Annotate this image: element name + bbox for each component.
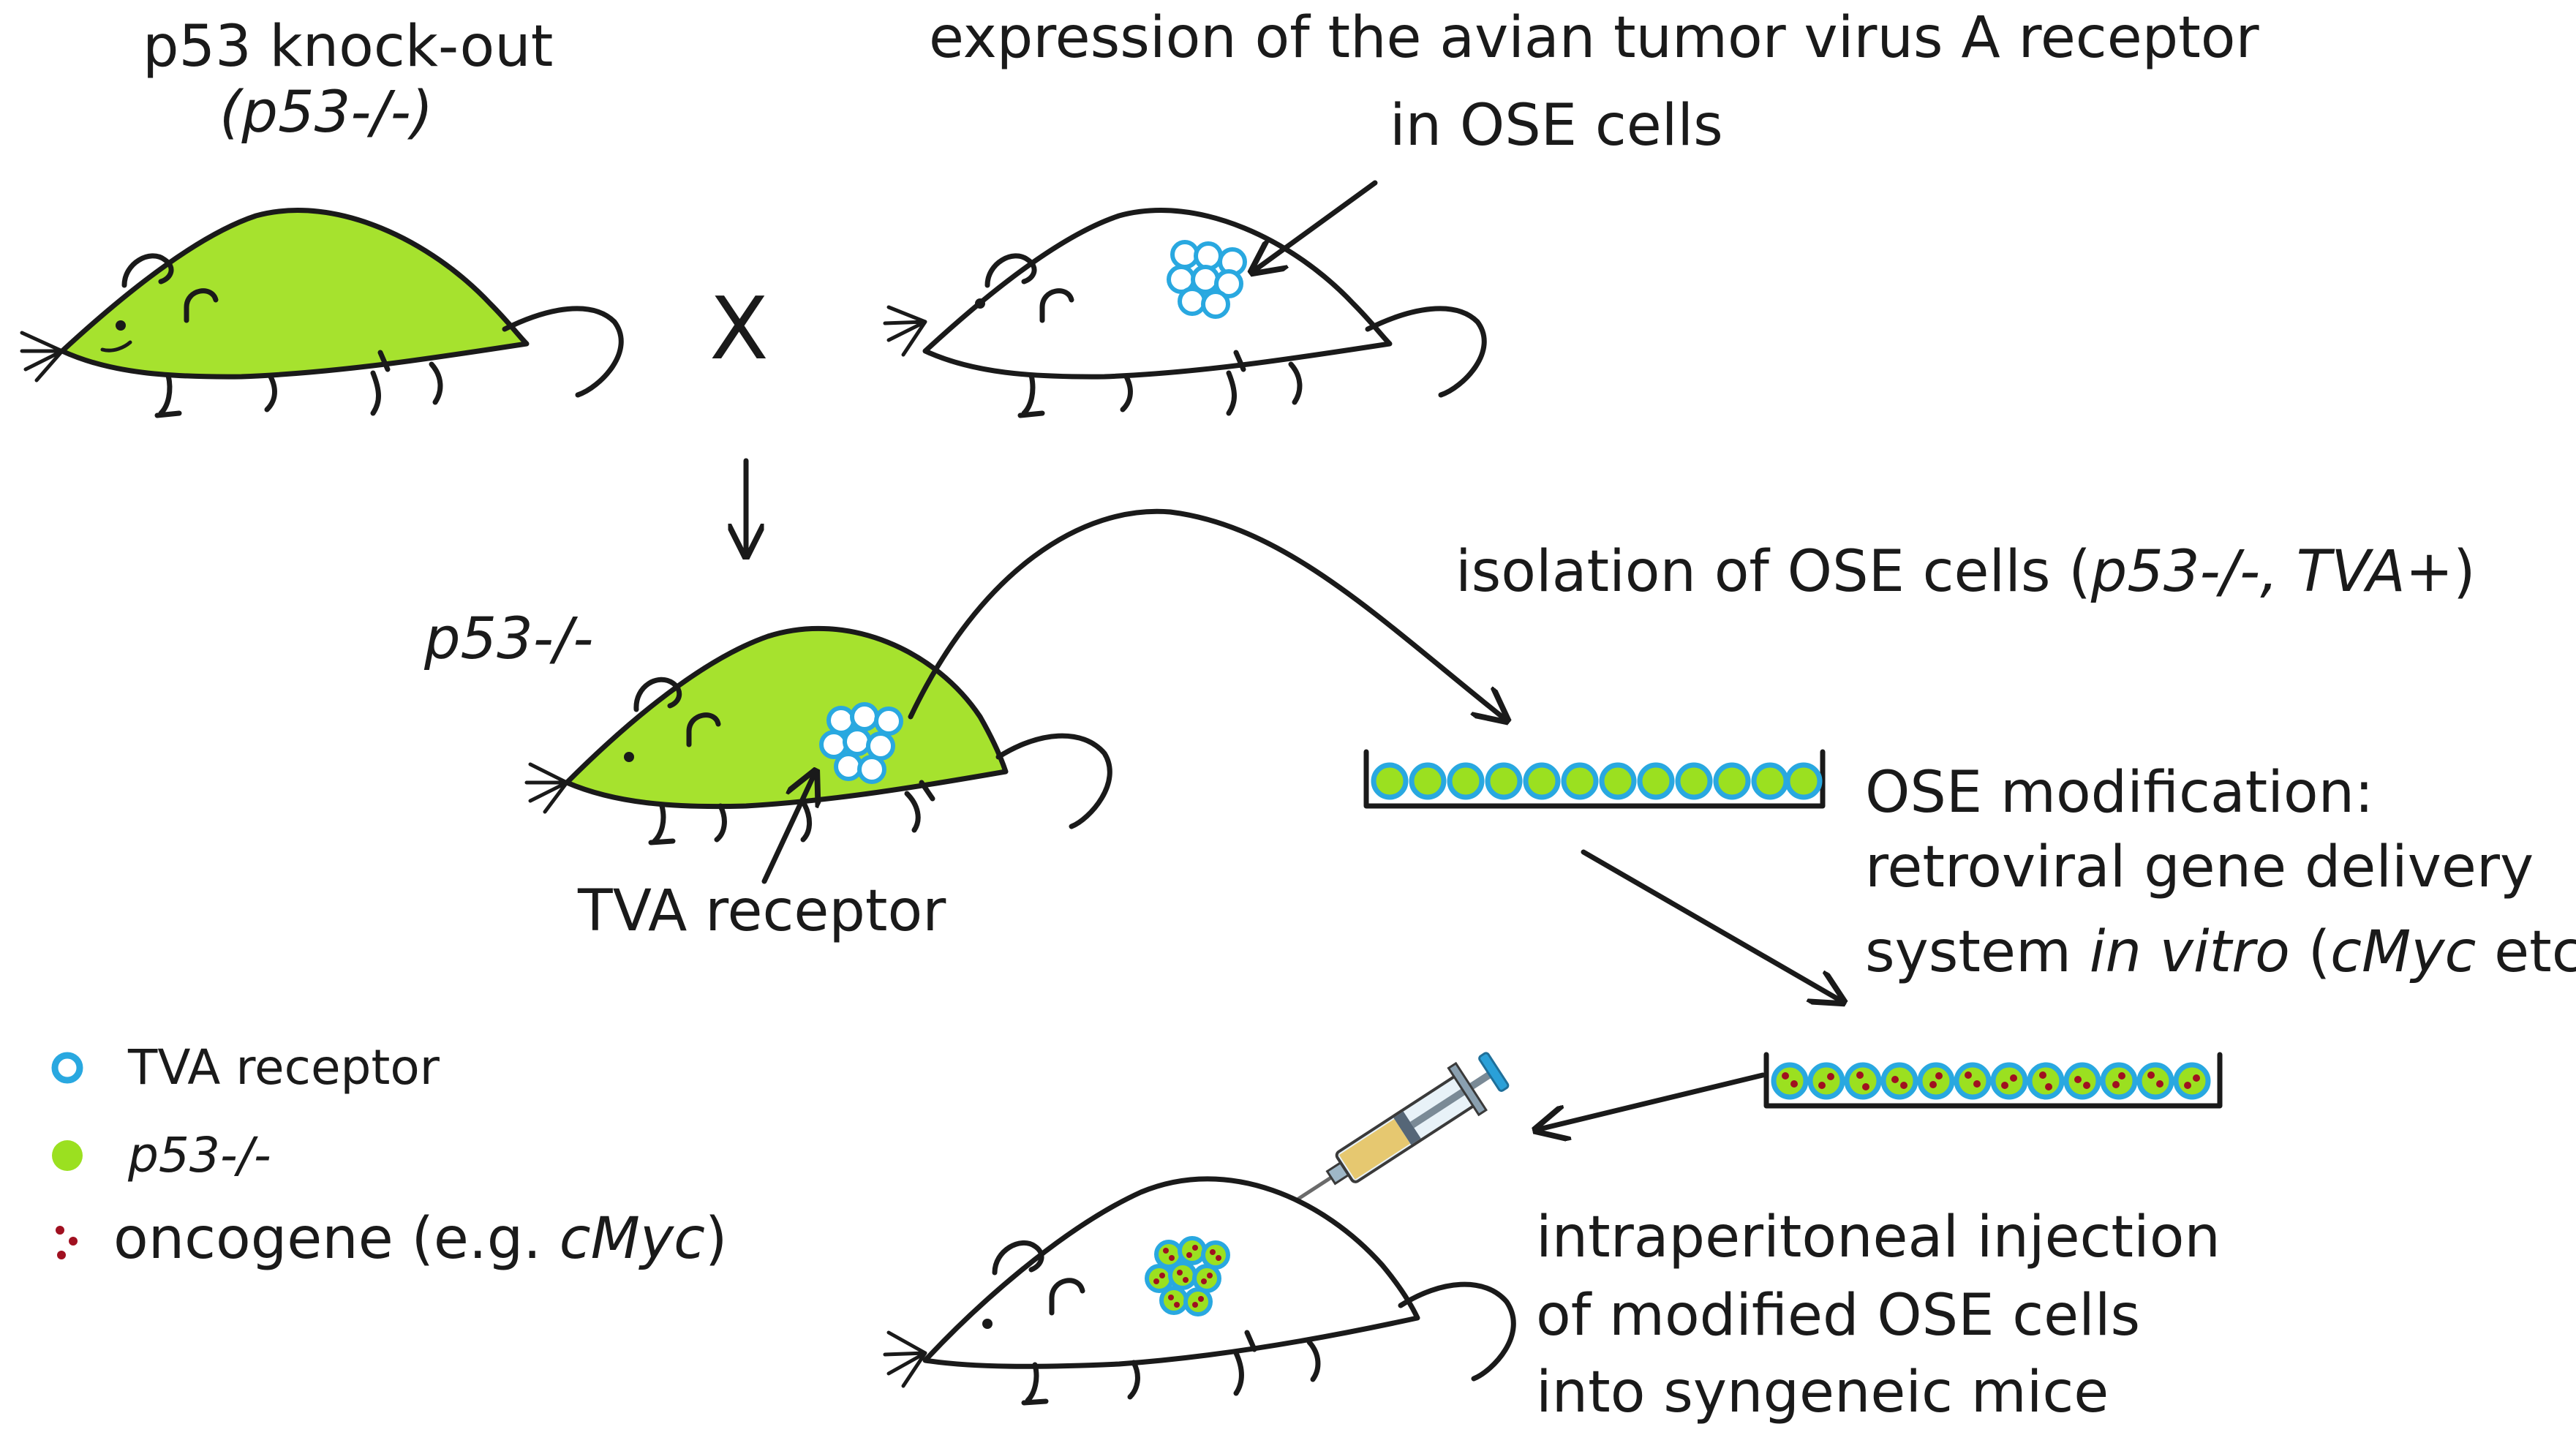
tva-mouse-whiskers [883,305,927,357]
modification-line1: OSE modification: [1865,760,2373,826]
isolation-prefix: isolation of OSE cells ( [1455,539,2091,605]
tva-mouse-cell-cluster [1167,240,1247,319]
syringe-fluid [1338,1119,1411,1180]
recipient-mouse-whiskers [883,1330,927,1388]
knockout-mouse-mouth [100,340,132,353]
knockout-mouse-tail [502,306,624,398]
tva-receptor-label: TVA receptor [577,878,946,944]
modification-in-vitro: in vitro [2090,919,2290,985]
modification-arrow [1581,849,1843,1002]
recipient-mouse-ear [992,1240,1044,1276]
offspring-mouse-tail [995,733,1112,829]
modification-line3-mid: ( [2290,919,2330,985]
tva-mouse-body [922,208,1393,380]
legend-oncogene-label: oncogene (e.g. cMyc) [113,1206,727,1272]
offspring-mouse [524,625,1112,845]
offspring-mouse-whiskers [524,762,569,814]
injection-line2: of modified OSE cells [1536,1283,2140,1349]
injection-line1: intraperitoneal injection [1536,1205,2221,1270]
isolation-label: isolation of OSE cells (p53-/-, TVA+) [1455,539,2476,605]
tva-mouse-ear-inner [1039,288,1074,323]
legend-oncogene-gene: cMyc [560,1206,705,1272]
modification-line3: system in vitro (cMyc etc.) [1865,919,2576,985]
isolated-dish-outline [1363,749,1826,809]
legend-p53-symbol [52,1140,83,1171]
knockout-genotype: (p53-/-) [219,80,433,146]
tva-receptor-pointer [761,772,816,884]
modification-gene: cMyc [2330,919,2476,985]
modified-cells-oncogene-dots [1782,1071,2200,1090]
tva-mouse-eye [975,298,985,309]
legend: TVA receptor p53-/- oncogene (e.g. cMyc) [51,1039,727,1272]
knockout-mouse-ear [121,253,174,288]
legend-oncogene-suffix: ) [705,1206,727,1272]
cross-symbol: X [709,278,769,379]
knockout-title: p53 knock-out [143,14,553,80]
offspring-mouse-ear-inner [686,712,721,747]
injection-line3: into syngeneic mice [1536,1360,2109,1425]
knockout-mouse-body [59,208,530,380]
modification-line3-suffix: etc.) [2476,919,2576,985]
injection-arrow [1536,1072,1766,1130]
tva-mouse-legs [1017,350,1303,418]
isolated-cells-dish [1363,749,1826,809]
recipient-mouse [883,1176,1516,1406]
isolation-genotype: p53-/-, TVA+ [2090,539,2453,605]
knockout-mouse [20,208,624,418]
isolation-suffix: ) [2453,539,2475,605]
syringe-thumb-rest [1478,1052,1510,1092]
recipient-mouse-legs [1021,1330,1321,1406]
knockout-mouse-whiskers [20,331,64,383]
recipient-mouse-eye [982,1319,993,1329]
tva-mouse-tail [1365,306,1487,398]
syringe-plunger-rod [1409,1071,1493,1129]
tva-mouse-title-line1: expression of the avian tumor virus A re… [929,5,2259,71]
tva-pointer-arrow [1252,180,1378,272]
legend-oncogene-symbol [56,1226,78,1259]
knockout-mouse-ear-inner [184,288,219,323]
isolated-cells-row [1371,762,1823,800]
tva-mouse-ear [984,253,1037,288]
recipient-mouse-ear-inner [1049,1278,1085,1316]
legend-tva-label: TVA receptor [127,1039,440,1096]
tva-mouse [883,208,1487,418]
syringe-flange [1447,1061,1488,1117]
modified-cells-row [1771,1062,2211,1100]
offspring-mouse-legs [648,780,935,845]
legend-p53-label: p53-/- [127,1127,271,1183]
modification-line3-prefix: system [1865,919,2090,985]
legend-tva-symbol [51,1052,83,1084]
legend-oncogene-prefix: oncogene (e.g. [113,1206,560,1272]
offspring-mouse-cell-cluster [819,702,903,784]
modified-dish-outline [1763,1052,2223,1109]
knockout-mouse-legs [154,350,443,418]
syringe-plunger-seal [1393,1111,1421,1145]
knockout-mouse-eye [116,320,126,331]
recipient-mouse-cell-cluster [1145,1236,1230,1316]
modification-line2: retroviral gene delivery [1865,834,2534,900]
tva-mouse-title-line2: in OSE cells [1390,93,1723,159]
offspring-mouse-ear [633,677,682,712]
offspring-mouse-body [564,625,1009,810]
recipient-mouse-tail [1398,1281,1516,1382]
offspring-genotype: p53-/- [423,606,593,672]
modified-cells-dish [1763,1052,2223,1109]
isolation-curved-arrow [908,508,1507,720]
offspring-mouse-eye [624,752,634,762]
